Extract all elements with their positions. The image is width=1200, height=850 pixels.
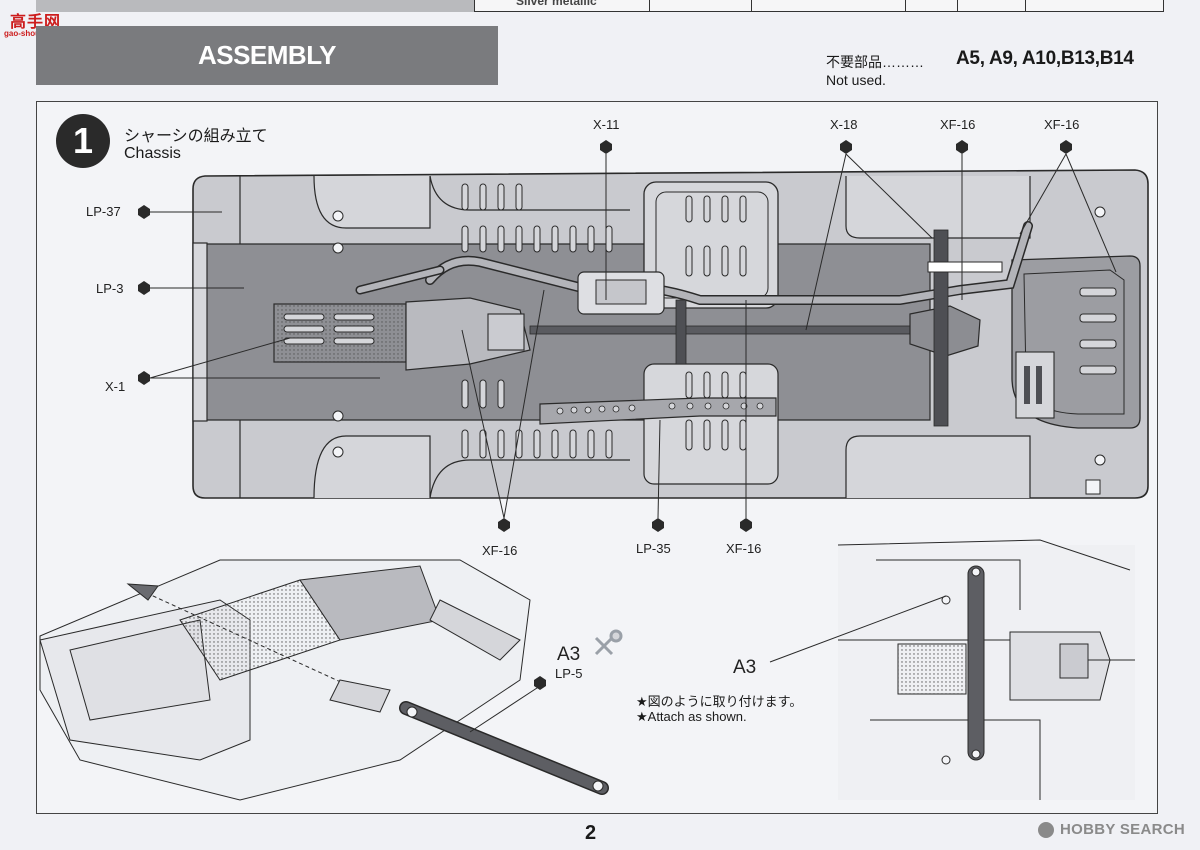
callout-x18: X-18 bbox=[830, 117, 858, 132]
chassis-body bbox=[192, 169, 1149, 499]
assembly-banner bbox=[36, 26, 498, 85]
top-gray-bar bbox=[36, 0, 498, 12]
insert-arrow bbox=[126, 583, 391, 713]
instruction-note-jp: ★図のように取り付けます。 bbox=[636, 694, 803, 709]
site-logo-url: gao-shou.com bbox=[4, 29, 59, 38]
not-used-label-en: Not used. bbox=[826, 72, 886, 88]
watermark-icon bbox=[1038, 822, 1054, 838]
perspective-sketch bbox=[39, 559, 531, 801]
instruction-note-en: ★Attach as shown. bbox=[636, 709, 747, 724]
callout-xf16-top-b: XF-16 bbox=[1044, 117, 1080, 132]
callout-x11: X-11 bbox=[593, 117, 620, 132]
step-title-jp: シャーシの組み立て bbox=[124, 128, 268, 145]
a3-rod-part bbox=[399, 685, 609, 795]
callout-a3-inset: A3 bbox=[733, 657, 757, 678]
inset-diagram bbox=[769, 539, 1135, 800]
color-table-fragment bbox=[474, 0, 1164, 12]
step-number: 1 bbox=[72, 120, 94, 161]
callout-x1: X-1 bbox=[105, 379, 126, 394]
callout-xf16-bottom-a: XF-16 bbox=[482, 543, 518, 558]
callout-lp35: LP-35 bbox=[636, 541, 671, 556]
a3-sprue-mark bbox=[594, 629, 623, 656]
watermark: HOBBY SEARCH bbox=[1060, 821, 1186, 838]
step-number-badge bbox=[56, 114, 110, 168]
section-title: ASSEMBLY bbox=[197, 40, 337, 70]
callout-xf16-bottom-b: XF-16 bbox=[726, 541, 762, 556]
callout-lp5: LP-5 bbox=[555, 666, 583, 681]
page-number: 2 bbox=[585, 822, 597, 844]
callout-xf16-top-a: XF-16 bbox=[940, 117, 976, 132]
not-used-label-jp: 不要部品……… bbox=[826, 54, 924, 70]
callout-a3-part: A3 bbox=[557, 644, 581, 665]
step-title-en: Chassis bbox=[124, 145, 181, 162]
callout-lp37: LP-37 bbox=[86, 204, 121, 219]
table-cell-text: Silver metallic bbox=[516, 0, 597, 8]
not-used-parts-list: A5, A9, A10,B13,B14 bbox=[956, 48, 1134, 69]
callout-lp3: LP-3 bbox=[96, 281, 124, 296]
